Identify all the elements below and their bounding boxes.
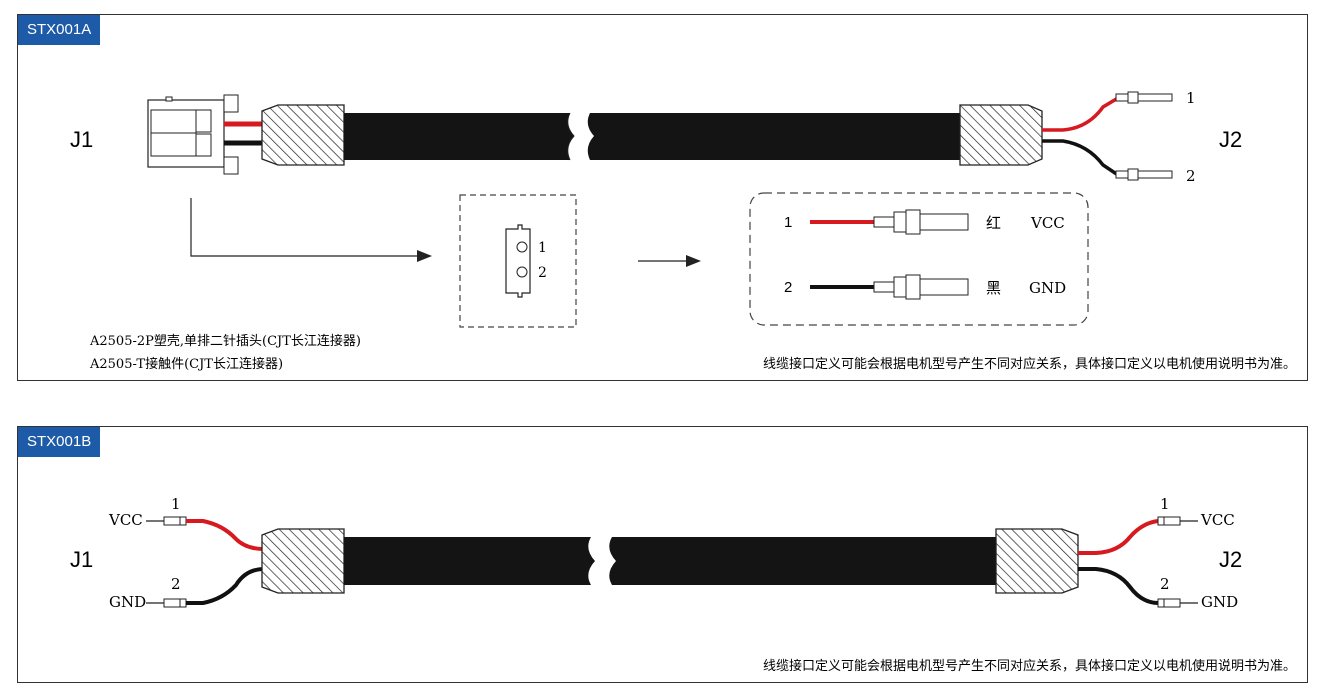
- j1-label: J1: [70, 127, 93, 152]
- pin-face-diagram: [505, 224, 531, 298]
- disclaimer-a: 线缆接口定义可能会根据电机型号产生不同对应关系，具体接口定义以电机使用说明书为准…: [763, 356, 1296, 372]
- cable-left-segment: [344, 537, 595, 585]
- right-terminal-1: [1157, 516, 1198, 526]
- legend-row1-color: 红: [986, 214, 1001, 232]
- j2-black-wire: [1042, 139, 1119, 177]
- j2-pin-2-label: 2: [1186, 167, 1196, 185]
- left-strain-relief: [261, 104, 345, 166]
- j2-terminal-1: [1115, 91, 1173, 104]
- part-note-2: A2505-T接触件(CJT长江连接器): [89, 356, 283, 372]
- part-note-1: A2505-2P塑壳,单排二针插头(CJT长江连接器): [89, 333, 361, 349]
- right-pin-1-label: 1: [1160, 495, 1170, 513]
- cable-left-segment: [344, 113, 574, 160]
- right-gnd-label: GND: [1201, 593, 1238, 611]
- j2-red-wire: [1042, 96, 1119, 132]
- legend-row1-num: 1: [784, 214, 792, 231]
- j1-connector-housing: [147, 94, 239, 175]
- j2-label: J2: [1219, 547, 1242, 572]
- left-pin-1-label: 1: [171, 495, 181, 513]
- legend-row2-num: 2: [784, 279, 792, 296]
- left-pin-2-label: 2: [171, 575, 181, 593]
- left-terminal-2: [146, 598, 187, 608]
- pin-face-label-2: 2: [538, 265, 547, 281]
- panel-tag: STX001B: [18, 427, 101, 457]
- cable-diagram-b: J1 J2 VCC 1 GND 2: [70, 495, 1296, 674]
- left-gnd-label: GND: [109, 593, 146, 611]
- panel-stx001b: STX001B J1 J2 VCC 1 GND 2: [17, 426, 1308, 683]
- legend-row1-signal: VCC: [1030, 214, 1065, 232]
- right-red-wire: [1078, 519, 1159, 555]
- left-vcc-label: VCC: [108, 511, 143, 529]
- disclaimer-b: 线缆接口定义可能会根据电机型号产生不同对应关系，具体接口定义以电机使用说明书为准…: [763, 658, 1296, 674]
- right-pin-2-label: 2: [1160, 575, 1170, 593]
- panel-stx001a: STX001A J1 J2: [17, 14, 1308, 381]
- legend-terminal-2: [873, 274, 969, 300]
- cable-right-segment: [609, 537, 996, 585]
- pin-face-box: [459, 194, 577, 328]
- legend-row2-signal: GND: [1029, 279, 1066, 297]
- legend-row2-color: 黑: [986, 279, 1001, 297]
- right-vcc-label: VCC: [1200, 511, 1235, 529]
- cable-diagram-a: J1 J2: [70, 89, 1296, 372]
- cable-right-segment: [587, 113, 960, 160]
- j2-terminal-2: [1115, 168, 1173, 181]
- left-strain-relief: [261, 528, 345, 594]
- left-black-wire: [186, 567, 265, 605]
- j2-label: J2: [1219, 127, 1242, 152]
- left-terminal-1: [146, 516, 187, 526]
- right-terminal-2: [1157, 598, 1198, 608]
- left-red-wire: [186, 519, 265, 551]
- legend-terminal-1: [873, 209, 969, 235]
- pin-face-label-1: 1: [538, 240, 547, 256]
- j2-pin-1-label: 1: [1186, 89, 1196, 107]
- wiring-legend-box: [749, 192, 1089, 326]
- j1-label: J1: [70, 547, 93, 572]
- pointer-arrow-1: [190, 198, 420, 257]
- right-strain-relief: [995, 528, 1079, 594]
- right-strain-relief: [959, 104, 1043, 166]
- panel-tag: STX001A: [18, 15, 101, 45]
- right-black-wire: [1078, 567, 1159, 605]
